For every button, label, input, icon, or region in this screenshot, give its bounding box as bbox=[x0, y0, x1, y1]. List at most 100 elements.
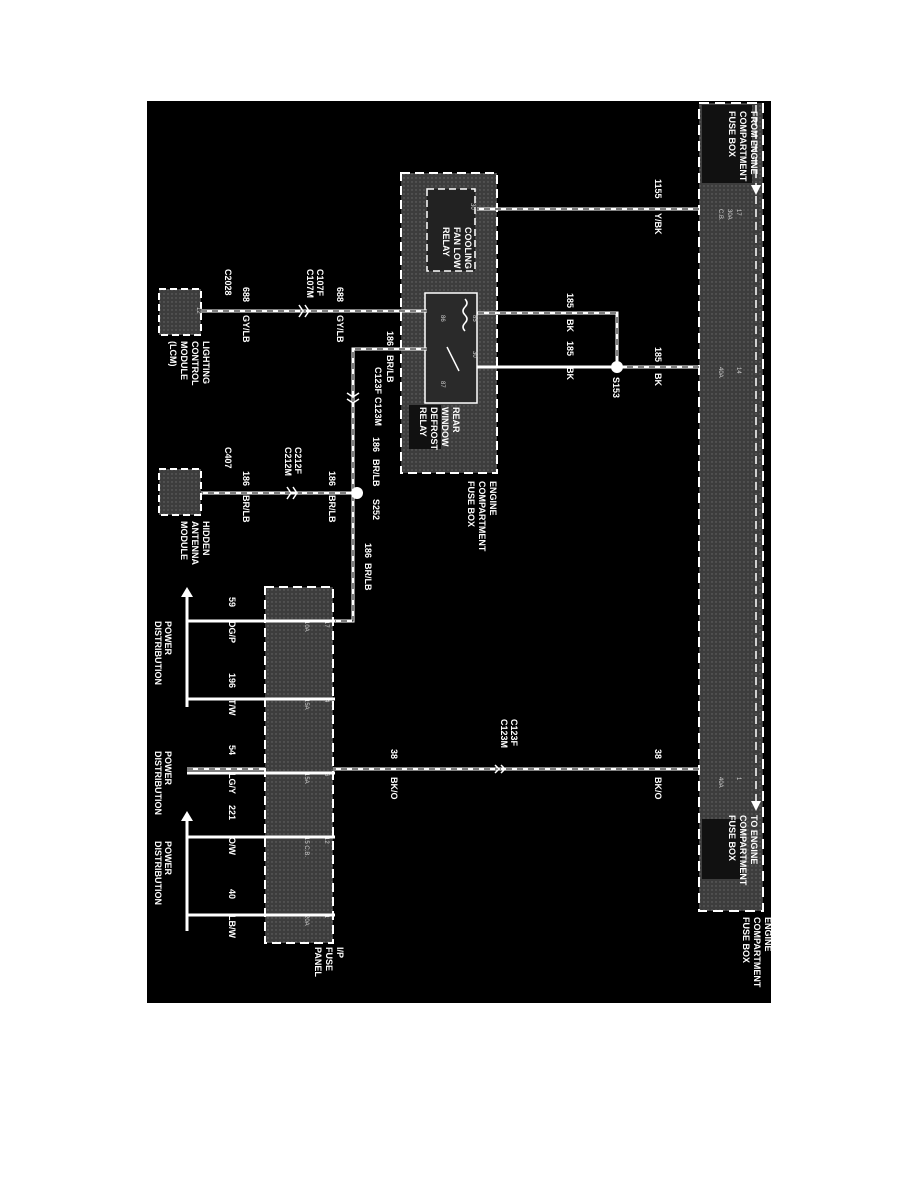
c123f-b-label: C123F bbox=[509, 719, 519, 747]
c123m-b-label: C123M bbox=[499, 719, 509, 748]
ip-fuse-6-pin: 6 bbox=[323, 773, 329, 777]
w54-color: LG/Y bbox=[227, 773, 237, 794]
w186b-num: 186 bbox=[371, 437, 381, 452]
w186e-color: BR/LB bbox=[363, 563, 373, 591]
c107m-label: C107M bbox=[305, 269, 315, 298]
ip-output-wires: POWER DISTRIBUTION POWER DISTRIBUTION PO… bbox=[153, 587, 335, 931]
to-label-1: TO ENGINE bbox=[749, 815, 759, 864]
w186d-color: BR/LB bbox=[241, 495, 251, 523]
wiring-diagram-canvas: FROM ENGINE COMPARTMENT FUSE BOX TO ENGI… bbox=[153, 102, 771, 988]
w688b-color: GY/LB bbox=[241, 315, 251, 343]
power-dist-c-2: DISTRIBUTION bbox=[153, 841, 163, 905]
splice-s252-label: S252 bbox=[371, 499, 381, 520]
from-label-2: COMPARTMENT bbox=[738, 111, 748, 182]
from-label-3: FUSE BOX bbox=[727, 111, 737, 157]
engine-box-title-1: ENGINE bbox=[763, 917, 771, 952]
engine-box-title-2: COMPARTMENT bbox=[752, 917, 762, 988]
w185c-num: 185 bbox=[565, 341, 575, 356]
ip-panel-title-3: PANEL bbox=[313, 947, 323, 977]
w1155-color: Y/BK bbox=[653, 213, 663, 235]
to-arrow-icon bbox=[751, 801, 761, 811]
lcm-label-4: (LCM) bbox=[168, 341, 178, 367]
ip-fuse-4-pin: 4 bbox=[323, 699, 329, 703]
antenna-label-3: MODULE bbox=[179, 521, 189, 560]
w186b-color: BR/LB bbox=[371, 459, 381, 487]
ip-fuse-17-pin: 17 bbox=[323, 621, 329, 628]
w688a-num: 688 bbox=[335, 287, 345, 302]
antenna-label-2: ANTENNA bbox=[190, 521, 200, 565]
cooling-relay-label-3: RELAY bbox=[441, 227, 451, 257]
power-arrow-icon-a bbox=[181, 587, 193, 597]
ip-fuse-12-rating: 15 C.B. bbox=[303, 837, 309, 857]
c107-connector-icon bbox=[298, 304, 310, 318]
fuse-17-rating: 30A bbox=[726, 209, 732, 220]
lighting-control-module: 12 LIGHTING CONTROL MODULE (LCM) bbox=[158, 288, 211, 386]
c212-connector-icon bbox=[286, 486, 298, 500]
relay-fuse-box: COOLING FAN LOW RELAY 30 85 86 30 87 REA… bbox=[400, 172, 498, 552]
lcm-label-3: MODULE bbox=[179, 341, 189, 380]
fuse-17-type: C.B. bbox=[717, 209, 723, 221]
engine-box-title-3: FUSE BOX bbox=[741, 917, 751, 963]
lcm-label-2: CONTROL bbox=[190, 341, 200, 386]
c123m-a-label: C123M bbox=[373, 397, 383, 426]
cooling-fan-relay bbox=[426, 188, 476, 272]
lcm-pin: 12 bbox=[195, 307, 201, 314]
defrost-label-1: REAR bbox=[451, 407, 461, 433]
cooling-relay-pin: 30 bbox=[469, 203, 475, 210]
w59-color: DG/P bbox=[227, 621, 237, 643]
hidden-antenna-module: HIDDEN ANTENNA MODULE bbox=[158, 468, 211, 565]
relay-switch-icon bbox=[446, 346, 460, 372]
c123-connector-icon bbox=[346, 392, 360, 404]
wiring-diagram: FROM ENGINE COMPARTMENT FUSE BOX TO ENGI… bbox=[147, 101, 771, 1003]
ip-fuse-17-rating: 10A bbox=[303, 621, 309, 632]
w185b-num: 185 bbox=[565, 293, 575, 308]
relay-box-title-2: COMPARTMENT bbox=[477, 481, 487, 552]
power-dist-a-2: DISTRIBUTION bbox=[153, 621, 163, 685]
from-arrow-icon bbox=[751, 185, 761, 195]
w185a-num: 185 bbox=[653, 347, 663, 362]
rear-defrost-relay bbox=[424, 292, 478, 404]
engine-compartment-fuse-box: FROM ENGINE COMPARTMENT FUSE BOX TO ENGI… bbox=[698, 102, 771, 988]
w40-color: LB/W bbox=[227, 915, 237, 938]
power-arrow-icon-b bbox=[181, 811, 193, 821]
fuse-14-rating: 40A bbox=[717, 367, 723, 378]
relay-pin-87: 87 bbox=[439, 381, 445, 388]
connectors: C107F C107M C2028 C123F C123M C123F C123… bbox=[223, 269, 519, 774]
w40-num: 40 bbox=[227, 889, 237, 899]
w186a-num: 186 bbox=[385, 331, 395, 346]
fuse-17-pin: 17 bbox=[735, 209, 741, 216]
power-dist-c-1: POWER bbox=[163, 841, 173, 876]
defrost-label-3: DEFROST bbox=[429, 407, 439, 451]
w221-color: O/W bbox=[227, 837, 237, 856]
c407-label: C407 bbox=[223, 447, 233, 469]
ip-panel-title-2: FUSE bbox=[324, 947, 334, 971]
relay-pin-86: 86 bbox=[439, 315, 445, 322]
to-label-2: COMPARTMENT bbox=[738, 815, 748, 886]
w196-color: T/W bbox=[227, 699, 237, 716]
wire-labels: 1155 Y/BK 185 BK 185 BK 185 BK 688 GY/LB… bbox=[227, 179, 663, 938]
w38b-color: BK/O bbox=[389, 777, 399, 800]
c2028-label: C2028 bbox=[223, 269, 233, 296]
lcm-label-1: LIGHTING bbox=[201, 341, 211, 384]
power-dist-b-1: POWER bbox=[163, 751, 173, 786]
relay-coil-icon bbox=[462, 298, 468, 332]
fuse-1-rating: 40A bbox=[717, 777, 723, 788]
relay-pin-30: 30 bbox=[471, 351, 477, 358]
to-label-box bbox=[702, 819, 742, 879]
relay-box-title-1: ENGINE bbox=[488, 481, 498, 516]
antenna-label-1: HIDDEN bbox=[201, 521, 211, 556]
w186d-num: 186 bbox=[241, 471, 251, 486]
w186e-num: 186 bbox=[363, 543, 373, 558]
power-dist-b-2: DISTRIBUTION bbox=[153, 751, 163, 815]
ip-fuse-1-pin: 1 bbox=[323, 915, 329, 919]
fuse-1-pin: 1 bbox=[735, 777, 741, 781]
w186a-color: BR/LB bbox=[385, 355, 395, 383]
w688b-num: 688 bbox=[241, 287, 251, 302]
w185c-color: BK bbox=[565, 367, 575, 380]
relay-pin-85: 85 bbox=[471, 315, 477, 322]
c212m-label: C212M bbox=[283, 447, 293, 476]
relay-box-title-3: FUSE BOX bbox=[466, 481, 476, 527]
w185a-color: BK bbox=[653, 373, 663, 386]
w221-num: 221 bbox=[227, 805, 237, 820]
c123-b-connector-icon bbox=[494, 764, 507, 774]
